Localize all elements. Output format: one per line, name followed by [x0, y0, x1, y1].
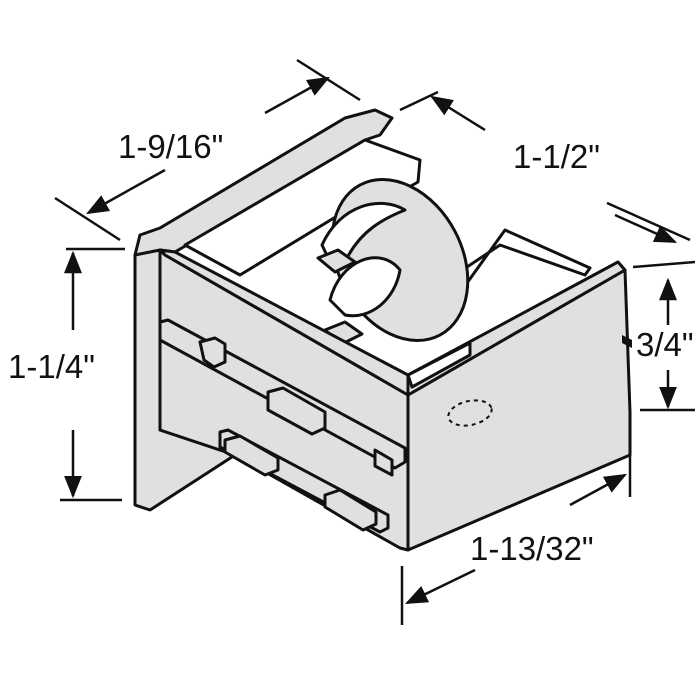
roller-axle	[328, 256, 402, 318]
tab-1	[198, 336, 227, 369]
inner-right-cavity	[453, 228, 592, 292]
dim-overall-height-label: 1-1/4"	[8, 348, 95, 385]
dim-depth-label: 1-1/2"	[513, 138, 600, 175]
dim-base-length-label: 1-13/32"	[470, 530, 594, 567]
step-notch	[373, 448, 394, 477]
right-notch	[622, 335, 632, 348]
axle-clip-upper	[316, 248, 357, 274]
right-rim-ledge	[406, 341, 472, 389]
tab-3	[223, 434, 280, 477]
side-hole	[447, 399, 493, 427]
tab-4	[323, 488, 378, 532]
dimension-arrows	[64, 76, 678, 605]
dim-body-height-label: 3/4"	[636, 326, 694, 363]
dim-width-label: 1-9/16"	[118, 128, 223, 165]
body-right-rim	[406, 260, 627, 397]
roller-wheel-face	[320, 201, 407, 264]
extension-lines	[54, 58, 696, 625]
tab-2	[266, 386, 327, 436]
